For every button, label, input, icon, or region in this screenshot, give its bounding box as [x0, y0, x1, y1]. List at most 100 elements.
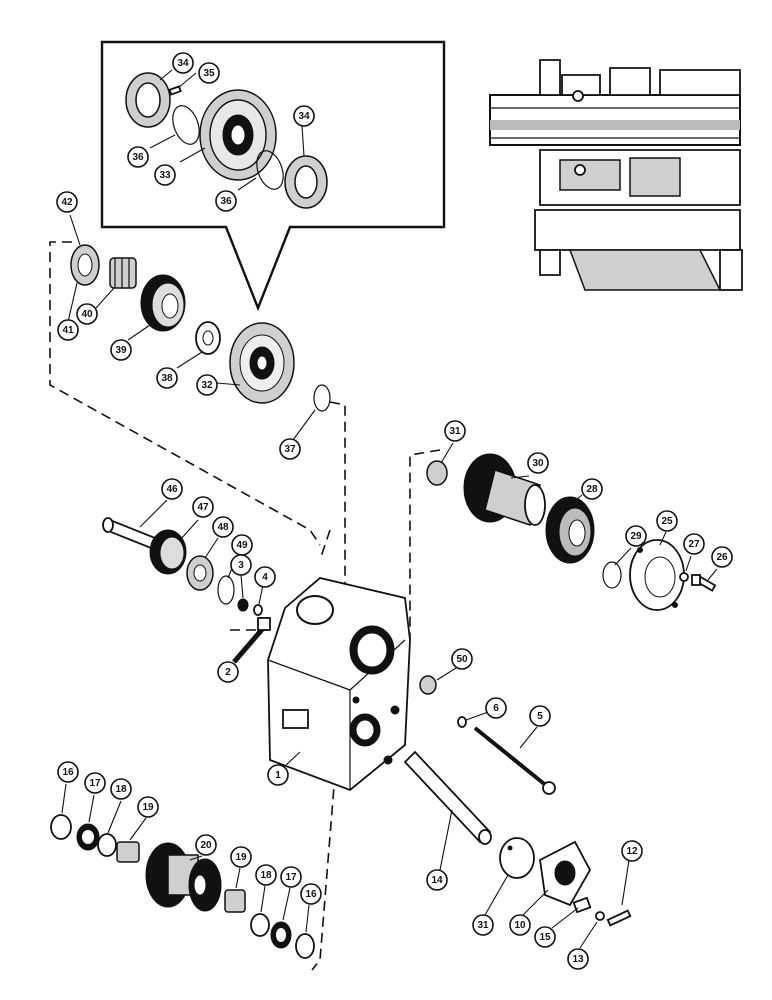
callout-49: 49 [231, 534, 253, 556]
callout-circle [426, 869, 448, 891]
snap-ring-49 [217, 575, 235, 605]
shaft-46 [102, 517, 162, 552]
callout-circle [57, 319, 79, 341]
cross-section-view [489, 59, 743, 291]
callout-circle [300, 883, 322, 905]
cluster-gear-group [50, 783, 315, 959]
callout-3: 3 [230, 554, 252, 576]
key-35 [168, 85, 182, 96]
callout-label: 47 [197, 502, 209, 513]
callout-42: 42 [56, 191, 78, 213]
callout-29: 29 [625, 525, 647, 547]
callout-label: 17 [285, 872, 297, 883]
callout-circle [198, 62, 220, 84]
bearing-28 [545, 496, 595, 564]
bearing-cup-31 [426, 460, 448, 486]
callout-10: 10 [509, 914, 531, 936]
bearing-19a [116, 841, 140, 863]
callout-label: 26 [716, 552, 728, 563]
gasket-11 [484, 837, 535, 916]
callout-circle [621, 840, 643, 862]
gear-train-upper [67, 214, 331, 441]
callout-label: 31 [449, 426, 461, 437]
callout-circle [683, 533, 705, 555]
callout-25: 25 [656, 510, 678, 532]
callout-circle [56, 191, 78, 213]
callout-46: 46 [161, 478, 183, 500]
callout-label: 6 [493, 703, 499, 714]
washer-18a [97, 833, 117, 857]
callout-circle [192, 496, 214, 518]
callout-16: 16 [57, 761, 79, 783]
callout-label: 35 [203, 68, 215, 79]
inset-detail-box [100, 40, 446, 312]
callout-circle [625, 525, 647, 547]
bolt-5 [473, 726, 556, 795]
callout-label: 13 [572, 954, 584, 965]
callout-circle [567, 948, 589, 970]
plug-3 [237, 598, 249, 612]
callout-label: 32 [201, 380, 213, 391]
callout-label: 2 [225, 667, 231, 678]
callout-circle [84, 772, 106, 794]
idler-gear-47 [149, 529, 187, 575]
callout-circle [581, 478, 603, 500]
synchro-ring-34a [125, 72, 171, 128]
callout-label: 36 [220, 196, 232, 207]
callout-circle [534, 926, 556, 948]
callout-label: 33 [159, 170, 171, 181]
roller-bearing-40 [109, 257, 137, 289]
callout-label: 27 [688, 539, 700, 550]
callout-28: 28 [581, 478, 603, 500]
callout-label: 18 [260, 870, 272, 881]
callout-circle [110, 339, 132, 361]
callout-label: 16 [305, 889, 317, 900]
callout-label: 19 [235, 852, 247, 863]
callout-label: 34 [298, 111, 310, 122]
snap-ring-29 [602, 561, 622, 589]
callout-26: 26 [711, 546, 733, 568]
callout-circle [267, 764, 289, 786]
callout-circle [127, 146, 149, 168]
callout-circle [509, 914, 531, 936]
callout-label: 20 [200, 840, 212, 851]
callout-20: 20 [195, 834, 217, 856]
gear-39 [140, 274, 186, 332]
callout-label: 3 [238, 560, 244, 571]
callout-label: 46 [166, 484, 178, 495]
callout-30: 30 [527, 452, 549, 474]
callout-17: 17 [84, 772, 106, 794]
callout-label: 50 [456, 654, 468, 665]
callout-label: 37 [284, 444, 296, 455]
callout-circle [254, 566, 276, 588]
callout-37: 37 [279, 438, 301, 460]
washer-4 [253, 604, 263, 616]
callout-label: 29 [630, 531, 642, 542]
washer-6 [457, 716, 467, 728]
housing-1 [267, 577, 411, 792]
synchronizer-32 [229, 322, 295, 404]
callout-circle [656, 510, 678, 532]
callout-36: 36 [215, 190, 237, 212]
callout-circle [451, 648, 473, 670]
capscrew-2 [232, 617, 271, 664]
callout-19: 19 [137, 796, 159, 818]
callout-label: 34 [177, 58, 189, 69]
callout-40: 40 [76, 303, 98, 325]
callout-27: 27 [683, 533, 705, 555]
spring-ring-36a [172, 105, 200, 145]
synchro-ring-34b [284, 155, 328, 209]
callout-label: 19 [142, 802, 154, 813]
callout-label: 31 [477, 920, 489, 931]
thrust-washer-16a [50, 814, 72, 840]
callout-balloons: 3435363334364241403938323731302829252726… [56, 52, 733, 970]
gear-shaft-30 [463, 453, 546, 526]
callout-label: 42 [61, 197, 73, 208]
callout-48: 48 [212, 516, 234, 538]
callout-circle [529, 705, 551, 727]
callout-label: 1 [275, 770, 281, 781]
synchronizer-hub-33 [199, 89, 277, 181]
callout-13: 13 [567, 948, 589, 970]
output-shaft-group [426, 442, 718, 611]
